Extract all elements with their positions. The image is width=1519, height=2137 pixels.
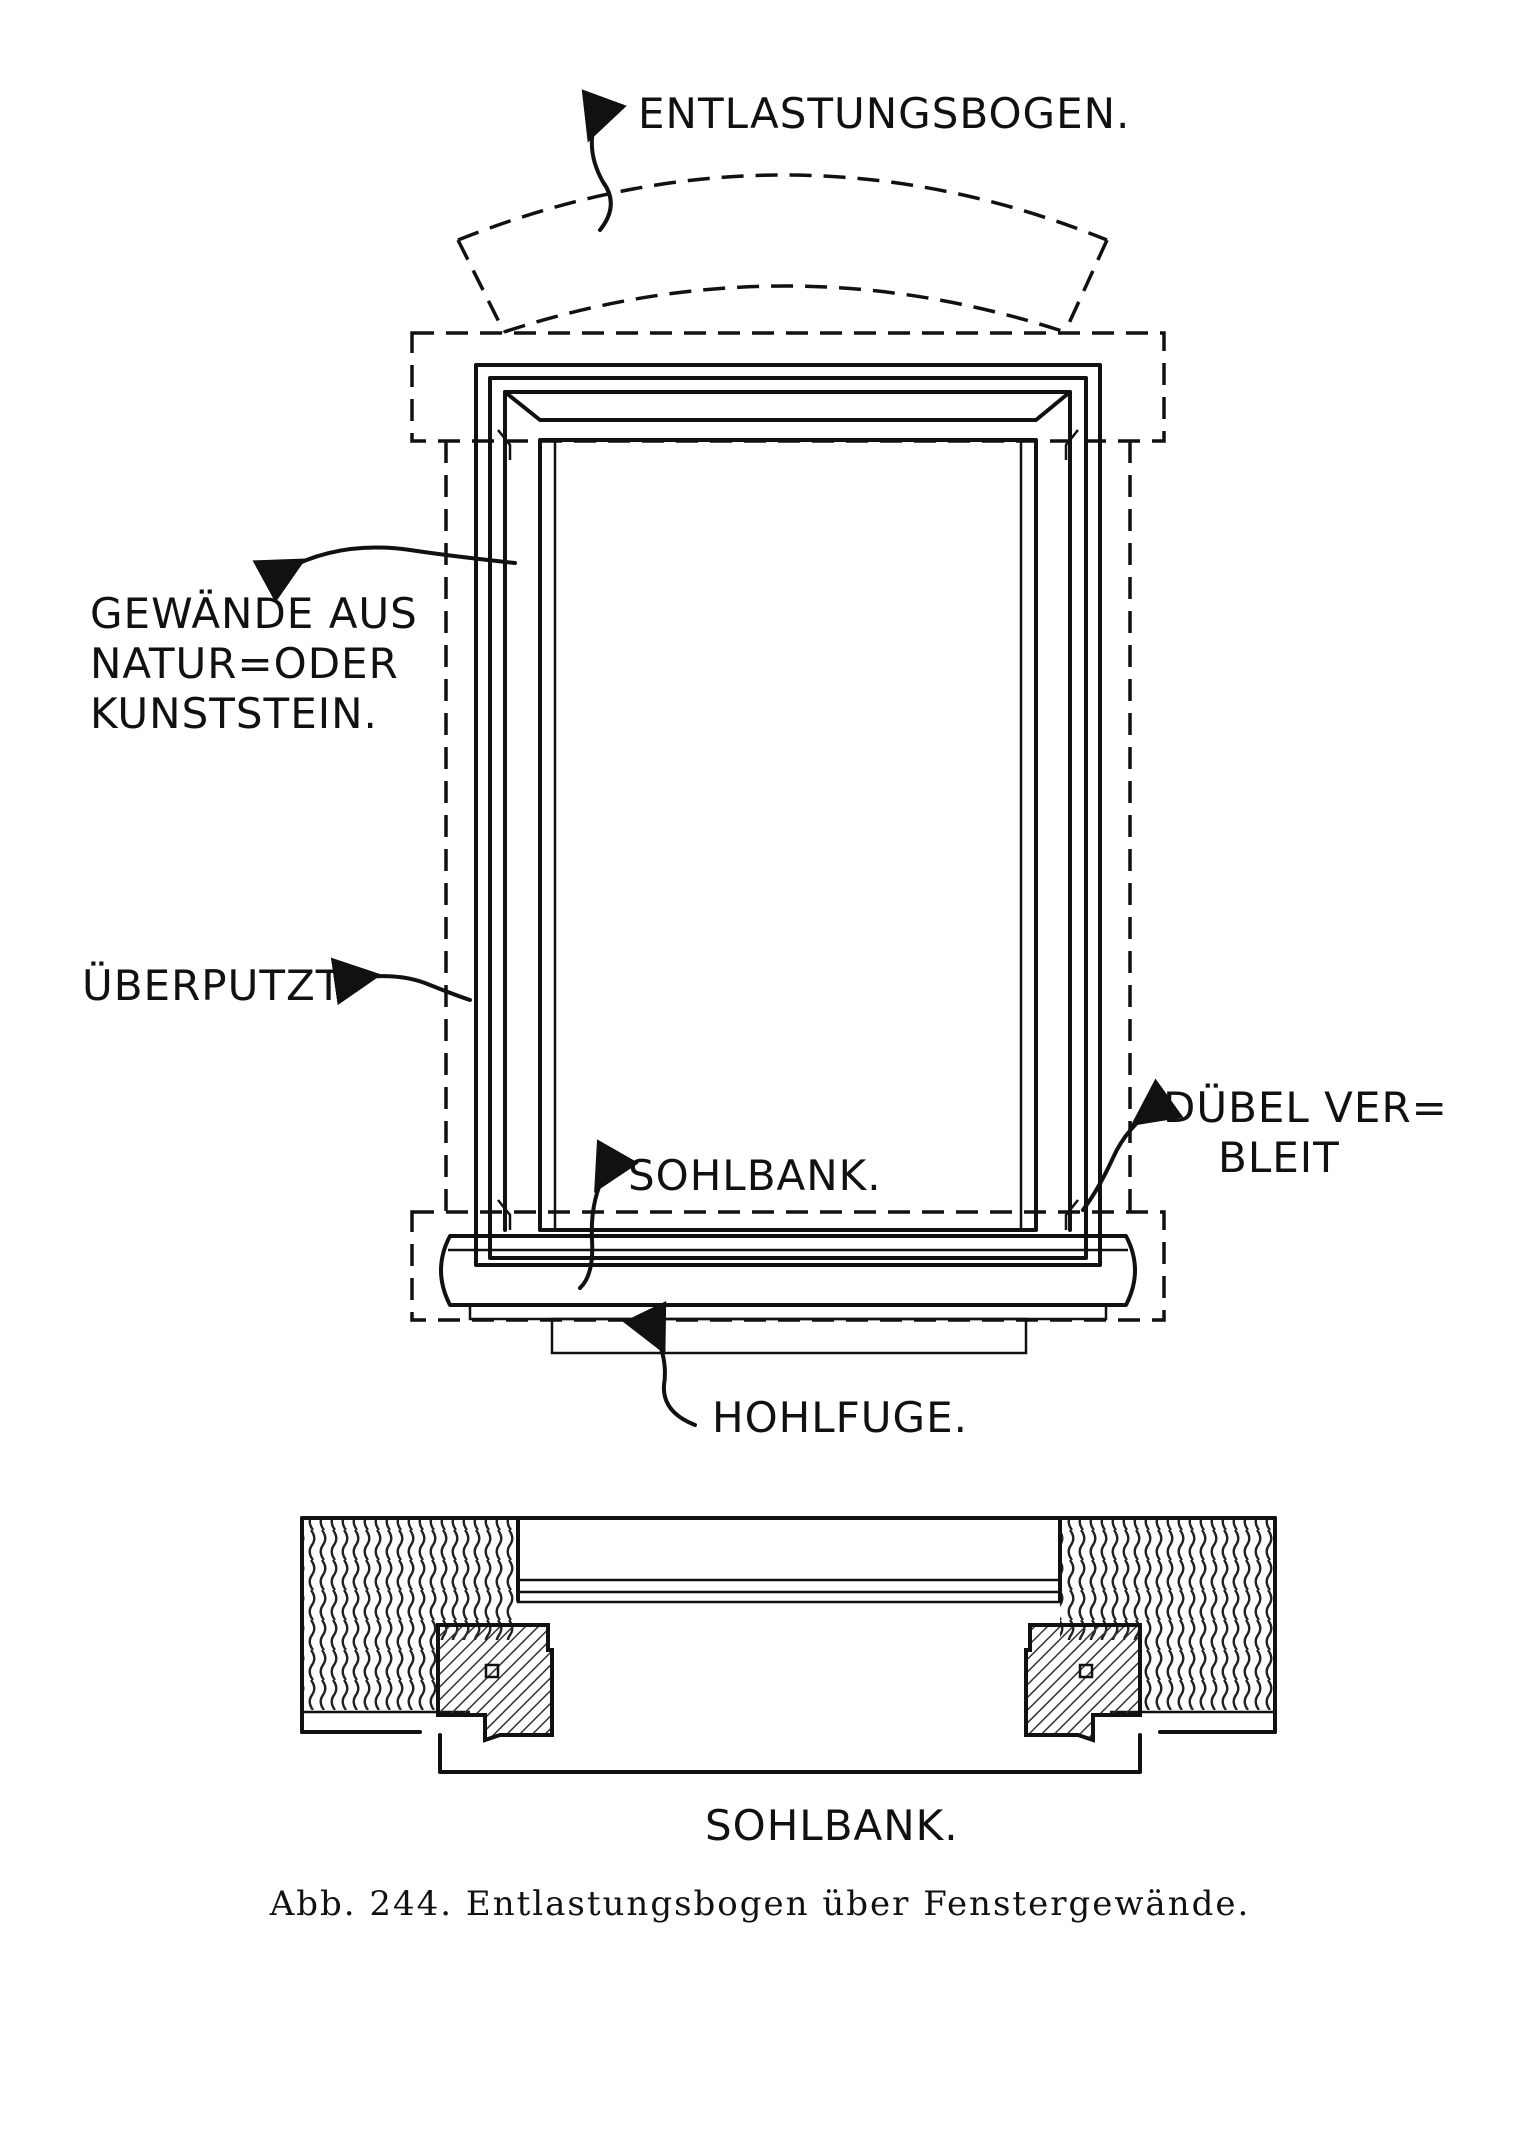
relief-arch xyxy=(456,173,1109,334)
plan-section xyxy=(300,1516,1277,1774)
label-sohlbank-elevation: SOHLBANK. xyxy=(628,1151,882,1200)
figure-caption: Abb. 244. Entlastungsbogen über Fensterg… xyxy=(269,1884,1251,1924)
label-duebel-line2: BLEIT xyxy=(1218,1133,1340,1182)
masonry-right xyxy=(1060,1520,1273,1640)
label-gewaende-line1: GEWÄNDE AUS xyxy=(90,588,418,638)
label-sohlbank-plan: SOHLBANK. xyxy=(705,1801,959,1850)
sill-elevation xyxy=(439,1234,1137,1355)
label-entlastungsbogen: ENTLASTUNGSBOGEN. xyxy=(638,89,1130,138)
jamb-stone-right xyxy=(1024,1623,1142,1743)
masonry-left-lower xyxy=(304,1640,440,1710)
label-ueberputzt: ÜBERPUTZT xyxy=(82,960,342,1010)
label-gewaende-line2: NATUR=ODER xyxy=(90,639,399,688)
masonry-left xyxy=(304,1520,514,1640)
label-hohlfuge: HOHLFUGE. xyxy=(712,1393,968,1442)
leader-lines xyxy=(252,89,1184,1427)
label-duebel-line1: DÜBEL VER= xyxy=(1163,1082,1448,1132)
window-surround xyxy=(474,363,1102,1267)
masonry-right-lower xyxy=(1140,1640,1273,1710)
label-gewaende-line3: KUNSTSTEIN. xyxy=(90,689,378,738)
jamb-stone-left xyxy=(436,1623,554,1743)
